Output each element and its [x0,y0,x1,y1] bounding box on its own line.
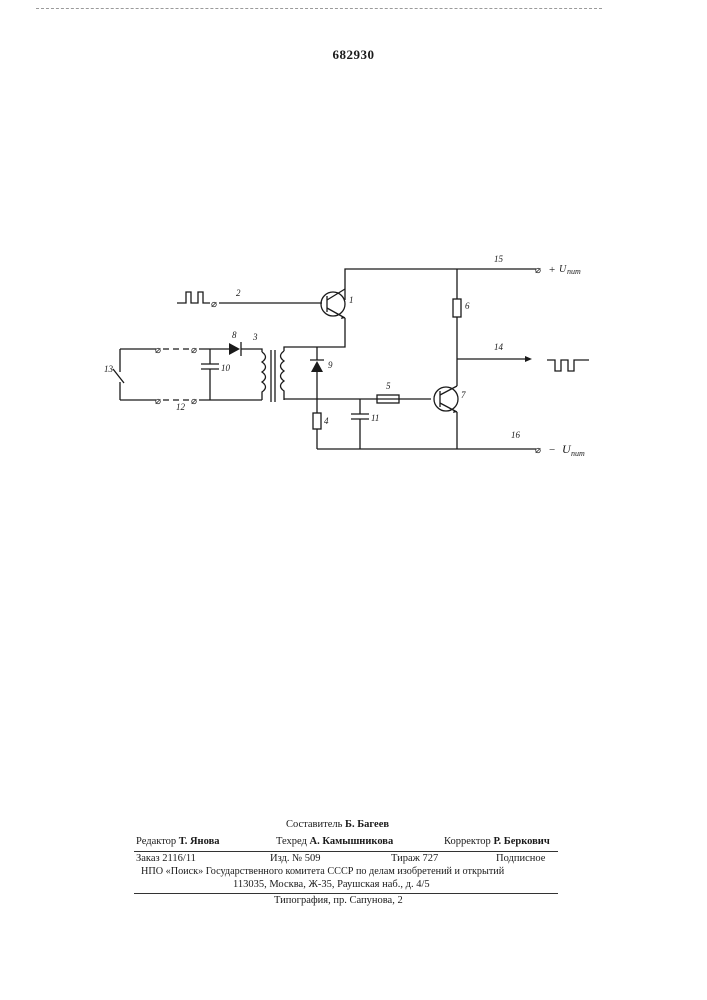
footer-rule-top [134,851,558,852]
terminal-d: ⌀ [191,396,197,407]
resistor-6 [453,299,461,317]
positive-supply-symbol: U [559,264,567,275]
compiler-name: Б. Багеев [345,819,389,830]
label-4: 4 [324,416,329,426]
input-pulse-waveform [177,292,210,303]
label-5: 5 [386,381,391,391]
positive-supply-sign: + [549,264,555,276]
label-16: 16 [511,430,521,440]
terminal-a: ⌀ [155,345,161,356]
editor-line: Редактор Т. Янова [136,836,220,847]
secondary-top-wire [284,347,317,351]
techred-name: А. Камышникова [310,836,394,847]
label-9: 9 [328,360,333,370]
negative-supply-subscript: пит [571,449,585,458]
positive-terminal: ⌀ [535,265,541,276]
positive-rail-wire [345,269,536,300]
transformer-3 [262,350,284,402]
label-10: 10 [221,363,231,373]
diode-8 [229,342,241,356]
organization-line: НПО «Поиск» Государственного комитета СС… [141,866,504,877]
circuit-diagram: ⌀ + U пит 15 ⌀ 2 1 13 ⌀ ⌀ 12 ⌀ ⌀ 10 8 3 [0,0,707,520]
negative-terminal: ⌀ [535,445,541,456]
label-15: 15 [494,254,504,264]
label-2: 2 [236,288,241,298]
editor-name: Т. Янова [179,836,220,847]
compiler-label: Составитель [286,819,342,830]
order-number: Заказ 2116/11 [136,853,196,864]
label-14: 14 [494,342,504,352]
footer-rule-bottom [134,893,558,894]
capacitor-11 [351,399,369,449]
corrector-name: Р. Беркович [493,836,549,847]
corrector-label: Корректор [444,836,491,847]
input-terminal: ⌀ [211,299,217,310]
techred-label: Техред [276,836,307,847]
resistor-4 [313,413,321,429]
switch-13 [113,349,124,400]
label-1: 1 [349,295,354,305]
label-3: 3 [252,332,258,342]
label-13: 13 [104,364,114,374]
circulation: Тираж 727 [391,853,438,864]
transistor-1 [321,289,345,319]
label-6: 6 [465,301,470,311]
output-pulse-waveform [547,360,589,371]
label-12: 12 [176,402,186,412]
editor-label: Редактор [136,836,176,847]
label-7: 7 [461,390,466,400]
transistor-7 [434,386,458,413]
diode-wire [241,349,262,352]
edition-number: Изд. № 509 [270,853,321,864]
label-11: 11 [371,413,379,423]
printer-line: Типография, пр. Сапунова, 2 [274,895,403,906]
capacitor-10 [201,349,219,400]
label-8: 8 [232,330,237,340]
terminal-b: ⌀ [155,396,161,407]
corrector-line: Корректор Р. Беркович [444,836,550,847]
subscription: Подписное [496,853,545,864]
terminal-c: ⌀ [191,345,197,356]
address-line: 113035, Москва, Ж-35, Раушская наб., д. … [233,879,430,890]
positive-supply-subscript: пит [567,267,581,276]
negative-supply-sign: − [549,444,555,456]
diode-9 [310,347,324,399]
output-arrow [525,356,532,362]
compiler-line: Составитель Б. Багеев [286,819,389,830]
t1-emitter-wire [317,318,345,347]
techred-line: Техред А. Камышникова [276,836,393,847]
